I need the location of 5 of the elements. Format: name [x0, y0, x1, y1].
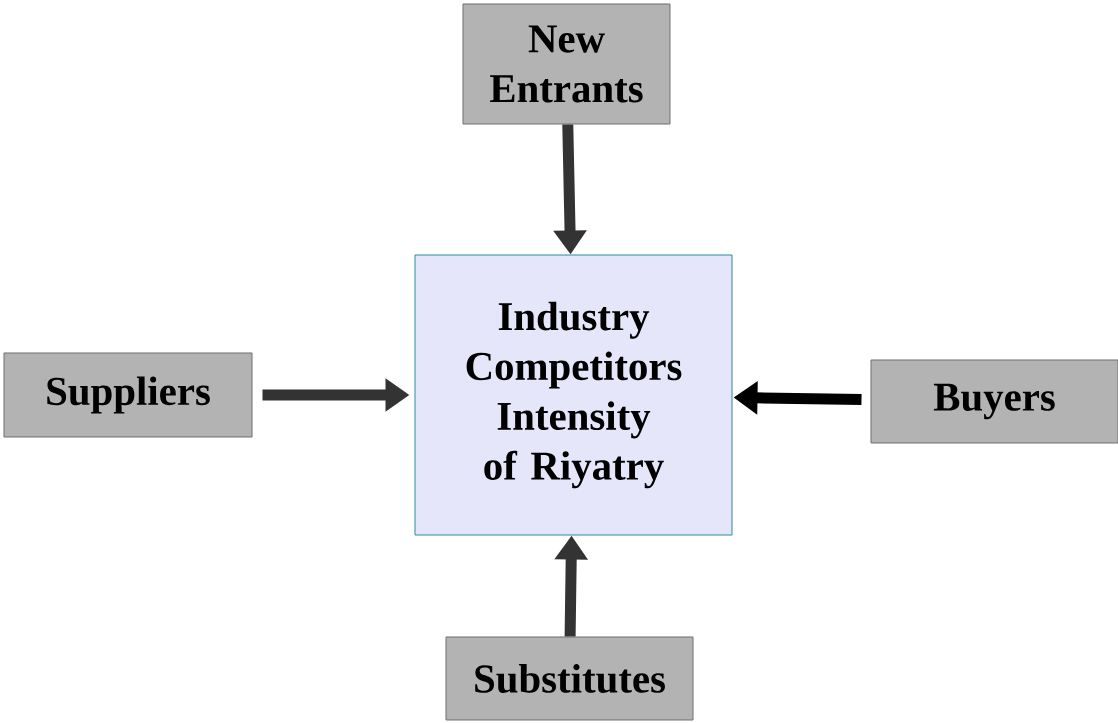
force-box: New Entrants — [462, 3, 671, 125]
force-box: Suppliers — [3, 352, 253, 438]
force-box: Substitutes — [445, 636, 694, 721]
force-box: Buyers — [870, 359, 1118, 444]
center-box: Industry Competitors Intensity of Riyatry — [414, 254, 733, 536]
